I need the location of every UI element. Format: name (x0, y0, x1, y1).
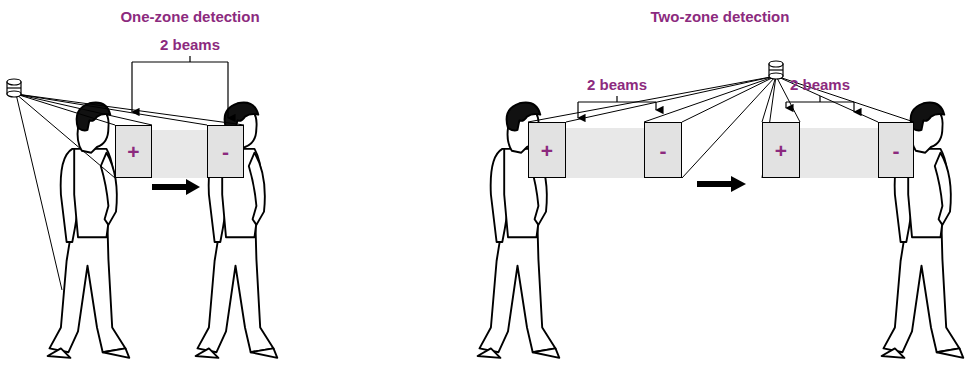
beam-bracket (578, 96, 656, 118)
detection-field (152, 130, 207, 178)
walking-person (478, 103, 560, 358)
beam-box: - (878, 122, 914, 178)
beam-label: 2 beams (160, 37, 220, 54)
direction-arrow (152, 179, 200, 195)
polarity-sign: - (660, 140, 667, 161)
polarity-sign: - (222, 141, 229, 162)
beam-box: + (115, 125, 152, 178)
detection-field (566, 128, 644, 178)
beam-bracket (786, 96, 854, 112)
polarity-sign: - (893, 140, 900, 161)
polarity-sign: + (127, 141, 139, 162)
walking-person (882, 103, 964, 358)
direction-arrow (697, 176, 746, 192)
panel-heading: One-zone detection (120, 9, 259, 26)
beam-lines (16, 94, 244, 290)
sensor-icon (7, 79, 21, 97)
beam-bracket (132, 56, 228, 118)
walking-person (196, 103, 278, 358)
beam-box: + (528, 122, 566, 178)
beam-box: - (644, 122, 682, 178)
beam-box: + (762, 122, 800, 178)
beam-label: 2 beams (587, 77, 647, 94)
detection-field (800, 128, 878, 178)
sensor-icon (769, 61, 783, 79)
beam-label: 2 beams (790, 77, 850, 94)
beam-box: - (207, 125, 244, 178)
polarity-sign: + (775, 140, 787, 161)
polarity-sign: + (541, 140, 553, 161)
panel-heading: Two-zone detection (651, 9, 790, 26)
beam-lines (528, 76, 914, 178)
